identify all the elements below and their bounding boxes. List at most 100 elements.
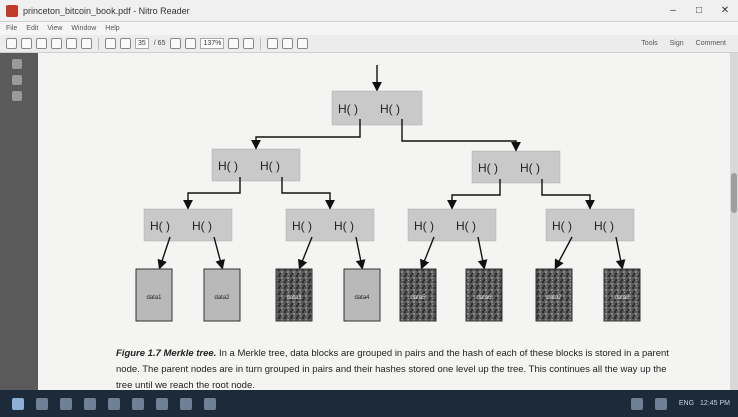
print-icon[interactable]	[66, 38, 77, 49]
zoom-level-input[interactable]: 137%	[200, 38, 225, 49]
edge-l1-to-l2	[541, 179, 595, 210]
select-icon[interactable]	[282, 38, 294, 49]
zoom-out-icon[interactable]	[170, 38, 182, 49]
toolbar-separator	[260, 37, 262, 50]
menu-help[interactable]: Help	[105, 25, 120, 32]
hash-label: H( )	[260, 159, 280, 173]
data-block: data8	[603, 268, 641, 322]
attachments-icon[interactable]	[12, 91, 22, 101]
hash-label: H( )	[150, 219, 170, 233]
toolbar-separator	[98, 37, 99, 50]
rotate-icon[interactable]	[267, 38, 279, 49]
network-icon[interactable]	[630, 397, 643, 410]
root-hash-left: H( )	[338, 102, 358, 116]
hash-node-level2-4: H( ) H( )	[545, 208, 635, 242]
data-block-label: data2	[214, 295, 230, 301]
figure-label: Figure 1.7 Merkle tree.	[116, 348, 217, 359]
hash-node-level1-left: H( ) H( )	[211, 148, 301, 182]
toolbar: 35 / 65 137% Tools Sign Comment	[0, 35, 738, 53]
caption-text: In a Merkle tree, data blocks are groupe…	[116, 348, 669, 391]
copy-icon[interactable]	[36, 38, 47, 49]
data-block-label: data4	[354, 295, 370, 301]
menu-bar: File Edit View Window Help	[0, 22, 738, 35]
data-block-box	[135, 268, 173, 322]
browser-icon[interactable]	[84, 397, 96, 410]
edge-to-data	[477, 236, 488, 270]
data-block-label: data6	[476, 295, 492, 301]
taskbar: ENG 12:45 PM	[0, 390, 738, 417]
menu-view[interactable]: View	[47, 25, 63, 32]
task-view-icon[interactable]	[60, 397, 72, 410]
edge-to-data	[157, 236, 171, 270]
data-block: data5	[399, 268, 437, 322]
edge-to-data	[298, 236, 313, 270]
start-icon[interactable]	[12, 397, 24, 410]
mail-icon[interactable]	[156, 397, 168, 410]
root-hash-node: H( ) H( )	[331, 90, 423, 126]
edge-to-data	[420, 236, 435, 270]
volume-icon[interactable]	[654, 397, 667, 410]
data-block-box	[343, 268, 381, 322]
data-block-label: data5	[410, 295, 426, 301]
data-block-box	[535, 268, 573, 322]
merkle-tree-diagram: H( ) H( ) H( ) H( ) H( ) H( ) H( ) H( )	[135, 65, 641, 322]
maximize-button[interactable]: □	[695, 4, 703, 16]
hash-node-level2-2: H( ) H( )	[285, 208, 375, 242]
menu-edit[interactable]: Edit	[26, 25, 39, 32]
next-page-icon[interactable]	[120, 38, 131, 49]
data-block-box	[203, 268, 241, 322]
hand-tool-icon[interactable]	[297, 38, 309, 49]
settings-icon[interactable]	[180, 397, 192, 410]
email-icon[interactable]	[81, 38, 92, 49]
sign-pane-button[interactable]: Sign	[669, 40, 684, 47]
clock[interactable]: 12:45 PM	[700, 400, 730, 407]
edge-to-data	[554, 236, 573, 270]
minimize-button[interactable]: –	[670, 4, 676, 16]
data-block-box	[603, 268, 641, 322]
hash-node-level2-3: H( ) H( )	[407, 208, 497, 242]
thumbnails-icon[interactable]	[12, 59, 22, 69]
tools-pane-button[interactable]: Tools	[641, 40, 658, 47]
data-block-label: data1	[146, 295, 162, 301]
menu-window[interactable]: Window	[71, 25, 97, 32]
data-block-label: data3	[286, 295, 302, 301]
data-block: data7	[535, 268, 573, 322]
zoom-in-icon[interactable]	[185, 38, 197, 49]
comment-pane-button[interactable]: Comment	[695, 40, 726, 47]
data-block: data6	[465, 268, 503, 322]
store-icon[interactable]	[132, 397, 144, 410]
vertical-scrollbar[interactable]	[730, 53, 738, 390]
edge-l1-to-l2	[281, 177, 335, 210]
file-explorer-icon[interactable]	[108, 397, 120, 410]
data-block: data3	[275, 268, 313, 322]
data-block-label: data7	[546, 295, 562, 301]
menu-file[interactable]: File	[6, 25, 18, 32]
side-panel	[0, 53, 38, 390]
title-bar: princeton_bitcoin_book.pdf - Nitro Reade…	[0, 0, 738, 22]
close-button[interactable]: ✕	[720, 4, 730, 16]
edge-root-to-right	[401, 119, 521, 152]
search-icon[interactable]	[36, 397, 48, 410]
hash-node-level1-right: H( ) H( )	[471, 150, 561, 184]
open-icon[interactable]	[6, 38, 17, 49]
fit-page-icon[interactable]	[243, 38, 255, 49]
hash-label: H( )	[192, 219, 212, 233]
language-indicator[interactable]: ENG	[678, 400, 695, 407]
edge-to-data	[615, 236, 626, 270]
data-block-label: data8	[614, 295, 630, 301]
system-tray: ENG 12:45 PM	[625, 397, 738, 410]
pdf-page: H( ) H( ) H( ) H( ) H( ) H( ) H( ) H( )	[38, 53, 730, 391]
scrollbar-thumb[interactable]	[731, 173, 737, 213]
page-total: / 65	[153, 40, 166, 47]
previous-page-icon[interactable]	[105, 38, 116, 49]
page-icon[interactable]	[51, 38, 62, 49]
pdf-reader-taskbar-icon[interactable]	[204, 397, 216, 410]
page-number-input[interactable]: 35	[135, 38, 149, 49]
save-icon[interactable]	[21, 38, 32, 49]
edge-l1-to-l2	[447, 179, 501, 210]
hash-label: H( )	[456, 219, 476, 233]
hash-label: H( )	[478, 161, 498, 175]
data-blocks-row: data1 data2 data3 data4 data5 data6 data7 data8	[135, 268, 641, 322]
bookmarks-icon[interactable]	[12, 75, 22, 85]
fit-width-icon[interactable]	[228, 38, 240, 49]
